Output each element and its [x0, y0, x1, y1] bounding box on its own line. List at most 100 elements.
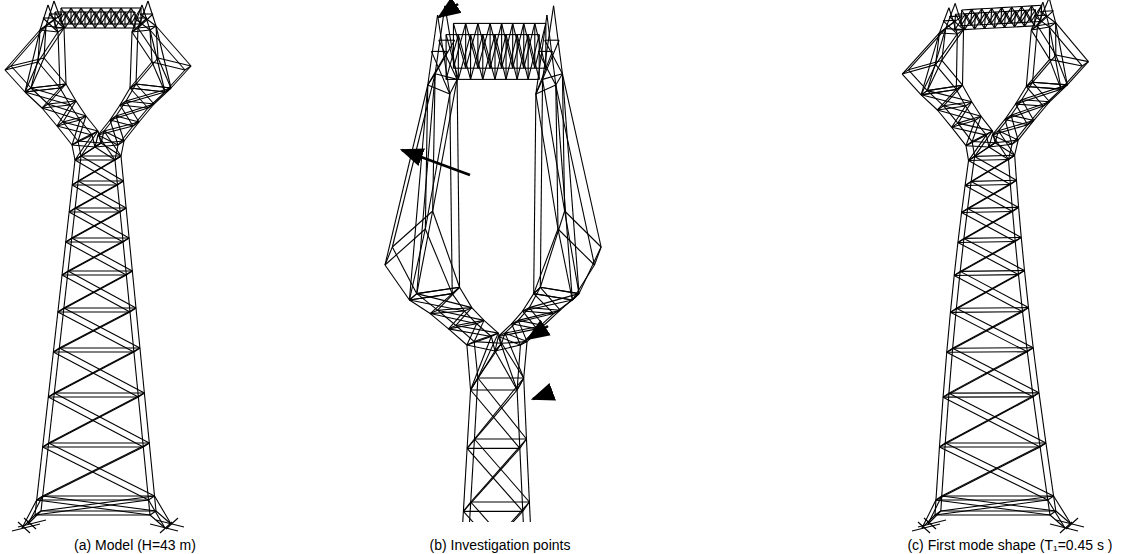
- lattice-member: [540, 287, 579, 293]
- lattice-member: [58, 312, 134, 352]
- lattice-member: [126, 88, 171, 101]
- lattice-member: [982, 8, 992, 10]
- lattice-member: [136, 84, 154, 104]
- lattice-member: [960, 237, 1021, 271]
- lattice-member: [126, 101, 154, 104]
- lattice-member: [483, 79, 495, 80]
- lattice-member: [72, 238, 133, 271]
- lattice-member: [130, 308, 136, 312]
- lattice-member: [474, 342, 478, 378]
- lattice-member: [975, 131, 993, 157]
- lattice-member: [111, 8, 121, 24]
- lattice-member: [48, 352, 53, 397]
- lattice-member: [1027, 348, 1033, 352]
- lattice-member: [943, 352, 947, 397]
- lattice-member: [144, 393, 149, 443]
- lattice-member: [971, 156, 974, 181]
- lattice-member: [24, 518, 36, 529]
- lattice-member: [956, 85, 962, 89]
- lattice-member: [1022, 85, 1068, 100]
- lattice-member: [942, 496, 1056, 511]
- lattice-member: [520, 342, 527, 345]
- lattice-member: [149, 443, 154, 496]
- lattice-member: [945, 443, 1053, 496]
- lattice-member: [972, 116, 981, 141]
- lattice-member: [1023, 312, 1028, 352]
- lattice-member: [131, 23, 141, 24]
- lattice-member: [478, 23, 490, 68]
- lattice-member: [48, 393, 54, 397]
- lattice-member: [502, 23, 513, 68]
- lattice-member: [117, 181, 123, 185]
- lattice-member: [958, 213, 962, 243]
- lattice-member: [80, 8, 81, 24]
- lattice-member: [385, 247, 392, 265]
- lattice-member: [1012, 7, 1021, 23]
- lattice-member: [945, 393, 1039, 443]
- lattice-member: [1033, 82, 1068, 85]
- lattice-member: [121, 8, 131, 24]
- lattice-member: [944, 85, 963, 106]
- lattice-member: [1039, 393, 1046, 443]
- lattice-member: [944, 106, 958, 123]
- lattice-member: [526, 439, 529, 502]
- lattice-member: [453, 23, 465, 68]
- lattice-member: [110, 116, 116, 120]
- lattice-member: [956, 85, 962, 89]
- lattice-member: [5, 66, 11, 70]
- lattice-member: [72, 160, 75, 185]
- lattice-member: [540, 287, 560, 310]
- lattice-member: [123, 238, 129, 242]
- lattice-member: [966, 146, 969, 161]
- lattice-member: [968, 180, 1017, 208]
- lattice-member: [72, 181, 78, 185]
- lattice-member: [927, 85, 962, 90]
- lattice-member: [438, 287, 460, 310]
- lattice-member: [54, 348, 140, 393]
- lattice-member: [57, 122, 63, 126]
- lattice-member: [64, 271, 68, 308]
- lattice-member: [49, 393, 55, 443]
- lattice-member: [534, 287, 541, 293]
- lattice-member: [38, 62, 60, 88]
- lattice-member: [1023, 308, 1029, 312]
- lattice-member: [48, 101, 76, 104]
- lattice-member: [72, 208, 75, 238]
- lattice-member: [1033, 55, 1056, 82]
- lattice-member: [471, 390, 520, 448]
- lattice-member: [523, 23, 524, 68]
- lattice-member: [78, 156, 121, 181]
- lattice-member: [138, 14, 153, 28]
- lattice-member: [957, 30, 963, 34]
- lattice-member: [942, 443, 946, 496]
- lattice-member: [1018, 120, 1034, 140]
- lattice-member: [502, 343, 524, 378]
- lattice-member: [126, 275, 130, 312]
- lattice-member: [1033, 26, 1038, 83]
- lattice-member: [11, 66, 31, 88]
- lattice-member: [111, 7, 121, 8]
- lattice-member: [985, 27, 995, 29]
- lattice-member: [58, 311, 130, 312]
- lattice-member: [941, 496, 1054, 511]
- lattice-member: [150, 26, 156, 30]
- lattice-member: [133, 122, 139, 126]
- lattice-member: [120, 101, 126, 105]
- lattice-member: [1011, 115, 1018, 140]
- lattice-member: [465, 23, 466, 68]
- lattice-member: [960, 271, 1028, 307]
- lattice-member: [118, 141, 124, 145]
- lattice-member: [35, 514, 150, 515]
- lattice-member: [459, 511, 463, 522]
- lattice-member: [130, 88, 148, 108]
- lattice-member: [140, 8, 141, 24]
- lattice-member: [991, 23, 1001, 25]
- lattice-member: [68, 238, 129, 271]
- lattice-member: [121, 156, 123, 181]
- lattice-member: [75, 207, 126, 208]
- lattice-member: [385, 265, 409, 300]
- lattice-member: [158, 58, 191, 66]
- lattice-member: [165, 88, 171, 92]
- lattice-member: [132, 32, 152, 62]
- lattice-member: [467, 345, 471, 390]
